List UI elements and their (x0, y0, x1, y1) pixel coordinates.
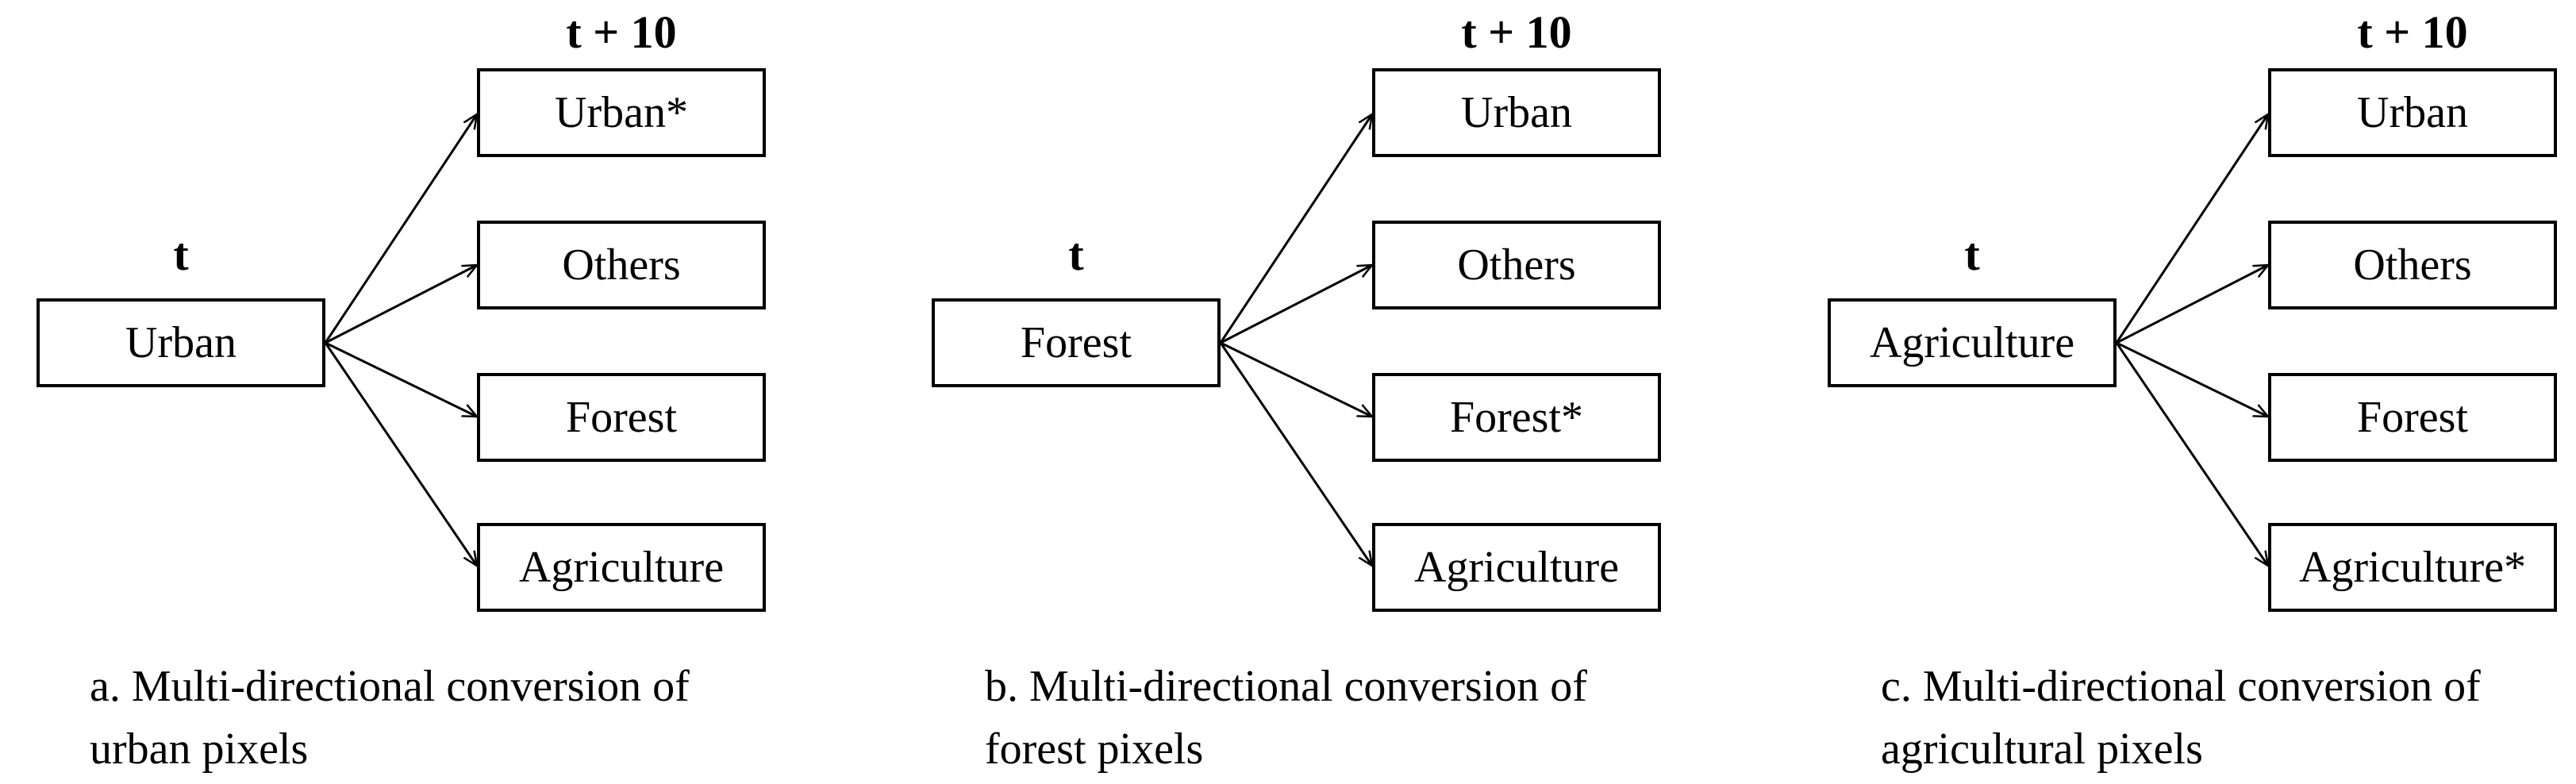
caption-line-1: a. Multi-directional conversion of (90, 662, 690, 711)
arrow-to-target-1 (1219, 114, 1372, 344)
caption-line-2: urban pixels (90, 724, 309, 774)
time-t-label: t (1068, 229, 1084, 280)
time-t-label: t (173, 229, 189, 280)
arrow-to-target-2 (325, 265, 477, 344)
caption-line-1: c. Multi-directional conversion of (1881, 662, 2481, 711)
panel-agriculture-conversion: t t + 10 Agriculture Urban Others Forest… (1791, 0, 2576, 784)
arrow-to-target-2 (2116, 265, 2268, 344)
arrow-to-target-3 (1220, 341, 1372, 418)
target-box-3: Forest (2268, 373, 2557, 462)
panel-urban-conversion: t t + 10 Urban Urban* Others Forest Agri… (0, 0, 865, 784)
arrow-to-target-4 (2115, 342, 2268, 566)
target-box-1: Urban (2268, 68, 2557, 157)
panel-forest-conversion: t t + 10 Forest Urban Others Forest* Agr… (895, 0, 1760, 784)
arrow-to-target-2 (1220, 265, 1372, 344)
arrow-group (2115, 0, 2576, 784)
target-box-3: Forest (477, 373, 766, 462)
panel-caption: a. Multi-directional conversion of urban… (90, 655, 852, 781)
arrow-to-target-1 (2115, 114, 2268, 344)
arrow-group (324, 0, 865, 784)
panel-caption: b. Multi-directional conversion of fores… (985, 655, 1747, 781)
arrow-to-target-3 (2116, 341, 2268, 418)
source-box: Urban (37, 298, 325, 387)
target-box-4: Agriculture (1372, 523, 1661, 612)
time-t-plus-10-label: t + 10 (1461, 6, 1572, 58)
caption-line-1: b. Multi-directional conversion of (985, 662, 1587, 711)
target-box-1: Urban* (477, 68, 766, 157)
time-t-label: t (1964, 229, 1980, 280)
target-box-2: Others (1372, 221, 1661, 309)
target-box-4: Agriculture (477, 523, 766, 612)
source-box: Agriculture (1828, 298, 2117, 387)
arrow-to-target-4 (324, 342, 477, 566)
arrow-to-target-3 (325, 341, 477, 418)
time-t-plus-10-label: t + 10 (2357, 6, 2468, 58)
arrow-to-target-1 (324, 114, 477, 344)
caption-line-2: agricultural pixels (1881, 724, 2203, 774)
time-t-plus-10-label: t + 10 (566, 6, 677, 58)
caption-line-2: forest pixels (985, 724, 1204, 774)
target-box-2: Others (2268, 221, 2557, 309)
arrow-to-target-4 (1219, 342, 1372, 566)
arrow-group (1219, 0, 1760, 784)
target-box-1: Urban (1372, 68, 1661, 157)
panel-caption: c. Multi-directional conversion of agric… (1881, 655, 2576, 781)
target-box-4: Agriculture* (2268, 523, 2557, 612)
target-box-3: Forest* (1372, 373, 1661, 462)
target-box-2: Others (477, 221, 766, 309)
source-box: Forest (932, 298, 1221, 387)
